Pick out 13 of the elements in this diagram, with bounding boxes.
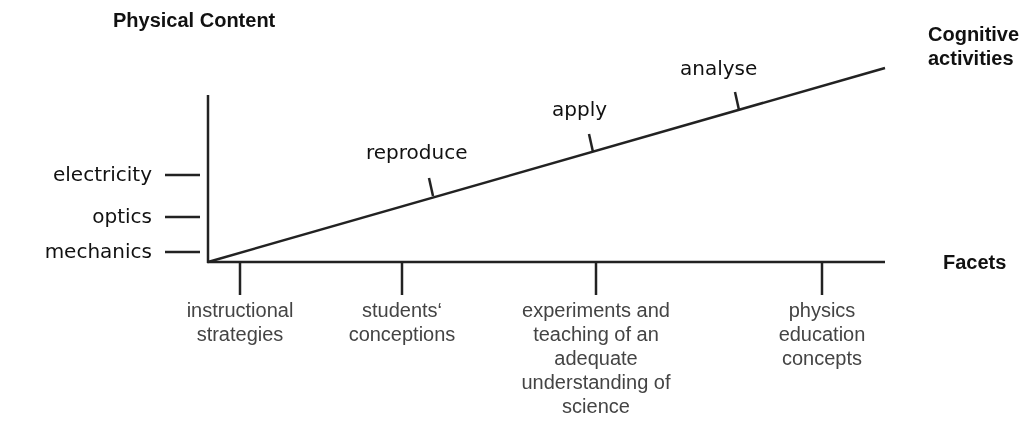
axis-title: Cognitive activities [928, 22, 1021, 70]
axis-title: Facets [943, 250, 1008, 274]
axis-label: reproduce [366, 140, 469, 164]
axis-title: Physical Content [113, 8, 277, 32]
axis-label: apply [552, 97, 609, 121]
axis-label: electricity [52, 162, 152, 186]
axis-label: physics education concepts [777, 298, 867, 370]
axis-label: optics [91, 204, 152, 228]
axis-label: analyse [680, 56, 759, 80]
axis-label: experiments and teaching of an adequate understanding of science [520, 298, 672, 418]
axis-label: instructional strategies [185, 298, 295, 346]
axis-label: students‘ conceptions [347, 298, 457, 346]
axis-label: mechanics [43, 239, 152, 263]
